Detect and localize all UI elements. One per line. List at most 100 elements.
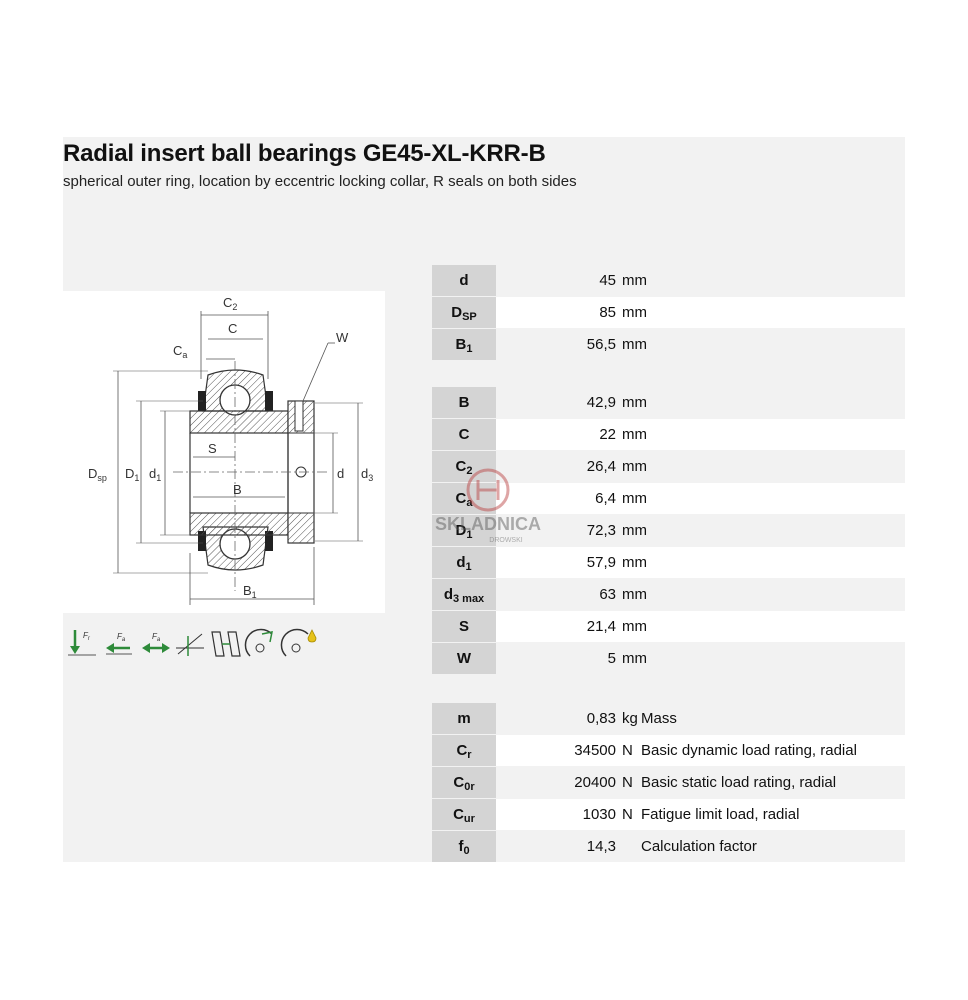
seal-right-top [265, 391, 273, 411]
axial-load-one-direction-icon: Fa [106, 632, 132, 655]
spec-value: 22 [599, 426, 616, 443]
spec-symbol: S [432, 611, 496, 642]
label-d1-inner: d1 [149, 466, 161, 483]
spec-symbol-text: D [455, 522, 467, 539]
spec-symbol-subscript: 1 [466, 343, 473, 355]
spec-symbol: W [432, 643, 496, 674]
spec-symbol-text: d [443, 586, 453, 603]
spec-value: 63 [599, 586, 616, 603]
spec-unit: mm [622, 618, 647, 635]
spec-unit: mm [622, 554, 647, 571]
spec-unit: mm [622, 426, 647, 443]
spec-symbol-text: S [458, 618, 469, 635]
spec-symbol: d [432, 265, 496, 296]
spec-row: S 21,4 mm [432, 611, 905, 642]
spec-description: Basic dynamic load rating, radial [641, 742, 857, 759]
spec-value: 72,3 [586, 522, 616, 539]
spec-symbol-subscript: 1 [465, 561, 472, 573]
spec-value: 20400 [574, 774, 616, 791]
spec-symbol-text: B [458, 394, 470, 411]
spec-symbol: f0 [432, 831, 496, 862]
spec-value: 57,9 [586, 554, 616, 571]
spec-symbol: DSP [432, 297, 496, 328]
spec-symbol: B1 [432, 329, 496, 360]
label-d: d [337, 466, 344, 481]
spec-value: 0,83 [586, 710, 616, 727]
spec-row: W 5 mm [432, 643, 905, 674]
page-title: Radial insert ball bearings GE45-XL-KRR-… [63, 140, 546, 167]
spec-value: 1030 [582, 806, 616, 823]
spec-symbol-text: C [455, 458, 467, 475]
spec-row: d1 57,9 mm [432, 547, 905, 578]
spec-unit: mm [622, 650, 647, 667]
seal-right-bottom [265, 531, 273, 551]
label-d3: d3 [361, 466, 373, 483]
spec-unit: N [622, 742, 633, 759]
spec-symbol: B [432, 387, 496, 418]
spec-row: C 22 mm [432, 419, 905, 450]
spec-symbol: Cur [432, 799, 496, 830]
spec-value: 45 [599, 272, 616, 289]
spec-symbol: m [432, 703, 496, 734]
inner-ring-top [189, 410, 289, 434]
spec-description: Calculation factor [641, 838, 757, 855]
spec-unit: mm [622, 272, 647, 289]
spec-row: f0 14,3 Calculation factor [432, 831, 905, 862]
spec-value: 42,9 [586, 394, 616, 411]
spec-unit: mm [622, 336, 647, 353]
label-d1-outer: D1 [125, 466, 139, 483]
radial-load-icon: Fr [68, 630, 96, 656]
spec-symbol: C2 [432, 451, 496, 482]
page-subtitle: spherical outer ring, location by eccent… [63, 173, 577, 190]
spec-value: 5 [607, 650, 616, 667]
spec-value: 14,3 [586, 838, 616, 855]
label-b1: B1 [243, 583, 257, 600]
svg-text:Fr: Fr [83, 631, 91, 642]
label-c: C [228, 321, 237, 336]
spec-unit: kg [622, 710, 638, 727]
label-c2: C2 [223, 295, 237, 312]
axial-load-both-directions-icon: Fa [142, 632, 170, 653]
spec-value: 21,4 [586, 618, 616, 635]
spec-row: d 45 mm [432, 265, 905, 296]
spec-unit: mm [622, 522, 647, 539]
label-dsp: Dsp [88, 466, 107, 483]
spec-symbol: C [432, 419, 496, 450]
lubrication-icon [280, 628, 317, 657]
spec-unit: mm [622, 586, 647, 603]
spec-symbol-subscript: a [466, 497, 473, 509]
label-b: B [233, 482, 242, 497]
spec-row: C2 26,4 mm [432, 451, 905, 482]
spec-unit: N [622, 806, 633, 823]
svg-text:Fa: Fa [117, 632, 126, 643]
spec-unit: mm [622, 304, 647, 321]
spec-unit: mm [622, 458, 647, 475]
bearing-drawing: C2 C Ca W S B Dsp D1 d1 d d3 [63, 291, 385, 613]
spec-value: 26,4 [586, 458, 616, 475]
spec-symbol: D1 [432, 515, 496, 546]
seal-icon [244, 628, 273, 657]
spec-symbol-text: d [456, 554, 466, 571]
spec-symbol-text: C [455, 490, 467, 507]
spec-symbol-subscript: r [467, 749, 472, 761]
spec-row: Cur 1030 N Fatigue limit load, radial [432, 799, 905, 830]
spec-symbol: Cr [432, 735, 496, 766]
spec-unit: mm [622, 394, 647, 411]
spec-symbol: Ca [432, 483, 496, 514]
spec-symbol-subscript: ur [463, 813, 475, 825]
spec-symbol-subscript: SP [462, 311, 477, 323]
spec-symbol-text: D [451, 304, 463, 321]
spec-unit: N [622, 774, 633, 791]
spec-symbol-text: W [456, 650, 472, 667]
spec-description: Fatigue limit load, radial [641, 806, 800, 823]
spec-row: B 42,9 mm [432, 387, 905, 418]
spec-symbol-text: C [456, 742, 468, 759]
spec-description: Basic static load rating, radial [641, 774, 837, 791]
label-ca: Ca [173, 343, 187, 360]
